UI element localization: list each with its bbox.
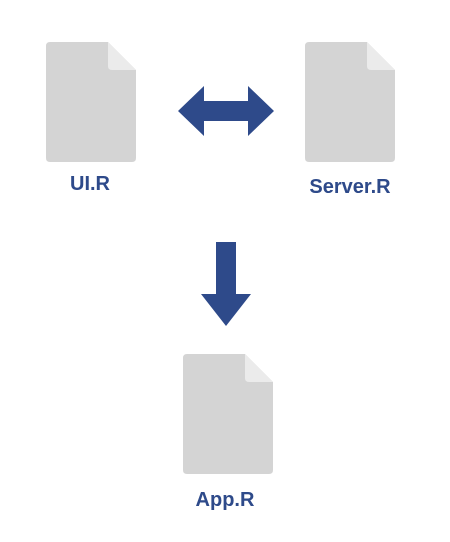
ui-file-icon [46,42,136,162]
app-file-label: App.R [195,489,255,511]
server-file-label: Server.R [309,176,391,198]
app-file-icon [183,354,273,474]
ui-file-label: UI.R [70,173,110,195]
arrow-down-icon [201,242,251,326]
server-file-icon [305,42,395,162]
double-arrow-icon [178,86,274,136]
